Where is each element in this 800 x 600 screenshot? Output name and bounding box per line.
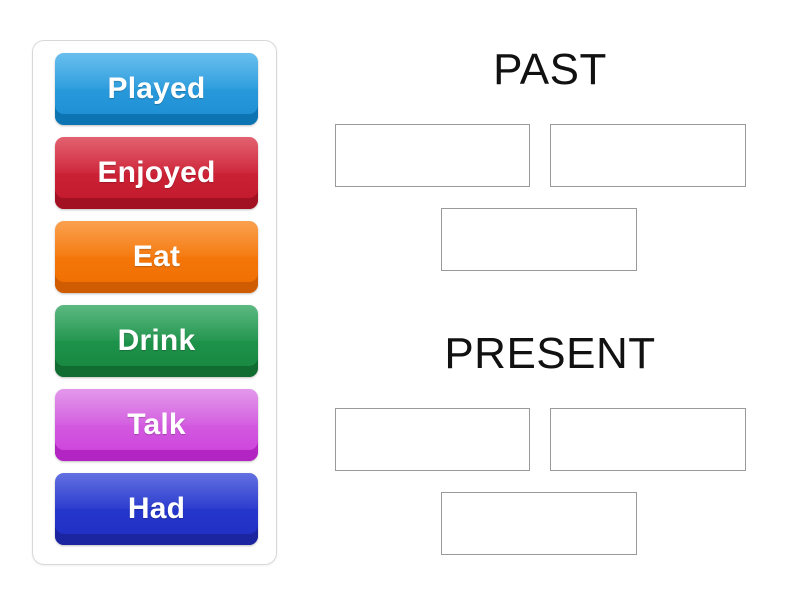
word-tile-label: Drink [117, 324, 196, 357]
category-title-present: PRESENT [444, 329, 656, 378]
word-tile-had[interactable]: Had [55, 473, 258, 545]
past-drop-zone-1[interactable] [335, 124, 530, 187]
category-present: PRESENT [320, 324, 780, 564]
word-tile-eat[interactable]: Eat [55, 221, 258, 293]
past-drop-zone-2[interactable] [550, 124, 746, 187]
category-past: PAST [320, 40, 780, 280]
word-tile-label: Had [127, 492, 186, 525]
present-drop-zone-1[interactable] [335, 408, 530, 471]
word-tile-label: Enjoyed [97, 156, 216, 189]
word-tile-enjoyed[interactable]: Enjoyed [55, 137, 258, 209]
word-tile-label: Eat [132, 240, 181, 273]
word-tile-drink[interactable]: Drink [55, 305, 258, 377]
word-bank-panel: Played Enjoyed Eat Drink Talk Had [32, 40, 277, 565]
present-drop-zone-2[interactable] [550, 408, 746, 471]
word-tile-label: Played [107, 72, 206, 105]
word-tile-list: Played Enjoyed Eat Drink Talk Had [45, 51, 264, 554]
word-tile-label: Talk [127, 408, 186, 441]
word-tile-played[interactable]: Played [55, 53, 258, 125]
word-tile-talk[interactable]: Talk [55, 389, 258, 461]
past-drop-zone-3[interactable] [441, 208, 637, 271]
present-drop-zone-3[interactable] [441, 492, 637, 555]
category-title-past: PAST [493, 45, 607, 94]
